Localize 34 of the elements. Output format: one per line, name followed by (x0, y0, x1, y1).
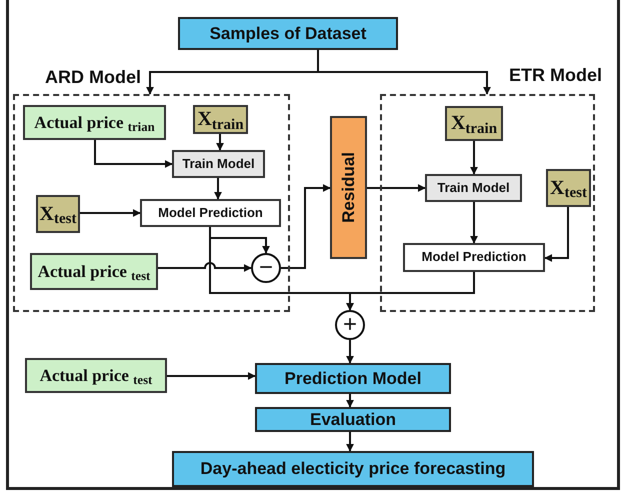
input-box: X$_{test}$ (36, 195, 80, 233)
arrow (216, 134, 224, 151)
input-box: X$_{test}$ (546, 169, 591, 207)
input-box: Actual price $_{test}$ (30, 253, 158, 290)
arrow (470, 202, 478, 244)
process-box: Samples of Dataset (178, 17, 398, 50)
arrow (80, 209, 141, 217)
arrow (346, 432, 354, 452)
process-box: Train Model (172, 150, 265, 178)
arrow (346, 340, 354, 364)
process-box: Model Prediction (140, 199, 281, 227)
arrow (544, 207, 569, 262)
process-box: Model Prediction (403, 243, 545, 272)
arrow (158, 262, 252, 272)
input-box: X$_{train}$ (193, 105, 248, 134)
process-box: Evaluation (255, 407, 451, 432)
input-box: X$_{train}$ (445, 106, 503, 141)
arrow (94, 140, 173, 168)
arrow (317, 50, 491, 95)
arrow (167, 372, 256, 380)
arrow (346, 272, 475, 311)
process-box: Prediction Model (255, 363, 451, 394)
group-heading: ETR Model (509, 64, 602, 86)
process-box: Residual (330, 116, 367, 259)
arrow (346, 394, 354, 408)
process-box: Day-ahead electicity price forecasting (172, 451, 534, 487)
arrow (470, 141, 478, 175)
process-box: Train Model (425, 174, 522, 202)
arrow (214, 178, 222, 200)
input-box: Actual price $_{trian}$ (23, 105, 166, 140)
input-box: Actual price $_{test}$ (25, 358, 167, 393)
group-heading: ARD Model (45, 66, 141, 88)
arrow (281, 184, 331, 269)
arrow (367, 184, 426, 192)
